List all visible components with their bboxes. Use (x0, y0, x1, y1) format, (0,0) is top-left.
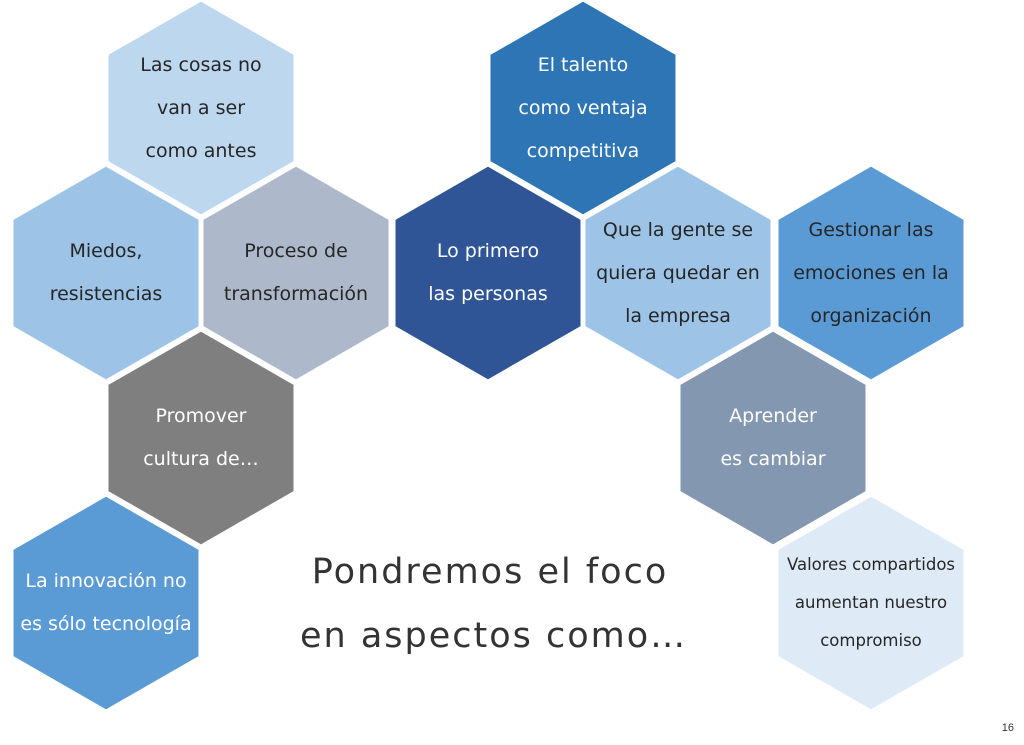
hexagon-label-line: competitiva (526, 139, 640, 162)
hexagon-label-miedos: Miedos, resistencias (12, 199, 200, 347)
hexagon-label-line: la empresa (625, 304, 731, 327)
hexagon-label-line: organización (810, 304, 932, 327)
hexagon-label-line: las personas (428, 283, 548, 305)
caption-line-1: Pondremos el foco (311, 552, 669, 592)
hexagon-innovacion (10, 493, 202, 713)
hexagon-proceso (200, 163, 392, 383)
hexagon-label-line: Que la gente se (602, 218, 754, 241)
hexagon-label-line: Promover (155, 405, 247, 427)
hexagon-label-primero: Lo primero las personas (394, 199, 582, 347)
hexagon-label-line: es sólo tecnología (20, 613, 192, 635)
hexagon-label-gestionar: Gestionar las emociones en la organización (777, 199, 965, 347)
hexagon-label-line: Gestionar las (808, 218, 934, 241)
hexagon-cosas (105, 0, 297, 218)
hexagon-label-line: Aprender (729, 405, 817, 427)
hexagon-valores (775, 493, 967, 713)
hexagon-label-line: resistencias (49, 283, 163, 305)
hexagon-label-line: como antes (145, 139, 257, 162)
page-number: 16 (1001, 722, 1014, 734)
hexagon-label-line: van a ser (156, 96, 246, 119)
hexagon-label-aprender: Aprender es cambiar (679, 364, 867, 512)
hexagon-label-promover: Promover cultura de… (107, 364, 295, 512)
hexagon-gente (582, 163, 774, 383)
hexagon-label-line: Proceso de (244, 240, 348, 262)
hexagon-gestionar (775, 163, 967, 383)
hexagon-primero (392, 163, 584, 383)
hexagon-label-line: emociones en la (793, 261, 949, 284)
hexagon-label-line: aumentan nuestro (794, 593, 948, 612)
hexagon-label-innovacion: La innovación no es sólo tecnología (12, 529, 200, 677)
hexagon-label-valores: Valores compartidos aumentan nuestro compr… (777, 529, 965, 677)
hexagon-label-cosas: Las cosas no van a ser como antes (107, 34, 295, 182)
hexagon-label-gente: Que la gente se quiera quedar en la empres… (584, 199, 772, 347)
hexagon-label-line: transformación (223, 283, 369, 305)
hexagon-label-line: como ventaja (518, 96, 648, 119)
hexagon-label-line: La innovación no (25, 570, 187, 592)
hexagon-aprender (677, 328, 869, 548)
hexagon-talento (487, 0, 679, 218)
caption: Pondremos el foco en aspectos como… (300, 540, 688, 668)
hexagon-label-talento: El talento como ventaja competitiva (489, 34, 677, 182)
hexagon-label-line: cultura de… (143, 448, 259, 470)
hexagon-miedos (10, 163, 202, 383)
hexagon-label-line: quiera quedar en (596, 261, 760, 284)
caption-line-2: en aspectos como… (300, 616, 688, 656)
hexagon-label-line: El talento (537, 53, 629, 76)
hexagon-label-line: Valores compartidos (786, 555, 956, 574)
hexagon-label-line: Las cosas no (140, 53, 262, 76)
hexagon-label-line: compromiso (820, 631, 922, 650)
hexagon-promover (105, 328, 297, 548)
hexagon-label-line: Lo primero (436, 240, 540, 262)
hexagon-label-proceso: Proceso de transformación (202, 199, 390, 347)
hexagon-label-line: es cambiar (720, 448, 826, 470)
hexagon-label-line: Miedos, (69, 240, 143, 262)
